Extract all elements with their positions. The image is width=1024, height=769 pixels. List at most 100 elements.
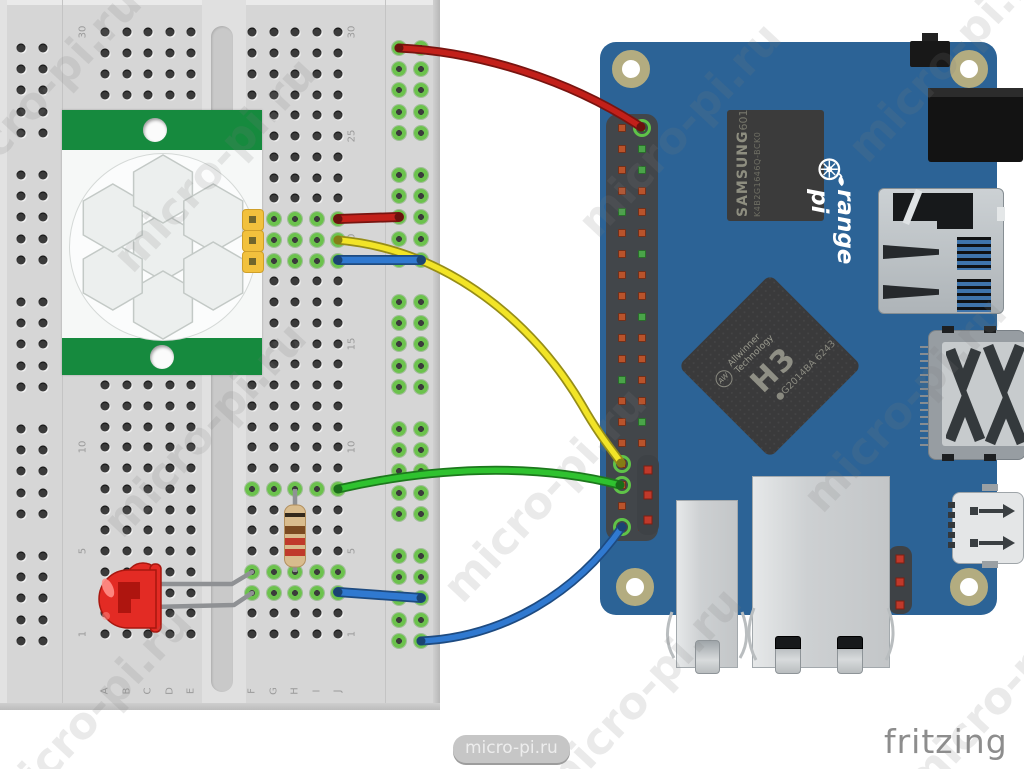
breadboard-hole xyxy=(186,588,196,597)
breadboard-hole xyxy=(100,546,110,556)
breadboard-hole xyxy=(333,505,343,514)
wire-blue-gnd xyxy=(418,524,625,644)
breadboard-hole xyxy=(269,131,278,141)
power-rail-hole-connected xyxy=(414,612,428,627)
breadboard-hole xyxy=(143,48,153,58)
breadboard-hole xyxy=(143,69,153,79)
power-rail-hole xyxy=(38,424,48,434)
hdmi-contacts xyxy=(946,344,1024,446)
breadboard-hole xyxy=(122,442,131,452)
breadboard-hole-connected xyxy=(266,585,281,600)
mounting-hole xyxy=(950,568,988,606)
sd-slot-opening xyxy=(937,215,973,229)
power-rail-hole xyxy=(38,382,48,392)
pir-lens-hex xyxy=(132,270,194,340)
breadboard-hole xyxy=(165,380,174,390)
power-rail-hole-connected xyxy=(392,464,406,479)
micro-usb-pin xyxy=(948,502,955,508)
breadboard-hole xyxy=(269,193,278,203)
mounting-hole xyxy=(616,568,654,606)
column-letter-label: G xyxy=(268,687,279,695)
gpio-pin xyxy=(638,208,646,216)
breadboard-hole xyxy=(290,422,300,431)
gpio-pin xyxy=(618,460,626,468)
gpio-pin xyxy=(618,271,626,279)
breadboard-hole-connected xyxy=(309,585,324,600)
power-rail-hole xyxy=(38,107,48,117)
breadboard-hole xyxy=(122,505,131,514)
breadboard-hole xyxy=(269,152,278,162)
breadboard-hole-connected xyxy=(266,564,281,579)
micro-usb-contact xyxy=(979,509,1005,513)
breadboard-hole xyxy=(100,505,110,514)
breadboard-hole-connected xyxy=(266,481,281,496)
site-badge: micro-pi.ru xyxy=(453,735,570,763)
breadboard-hole xyxy=(333,276,343,286)
power-rail-hole xyxy=(38,170,48,180)
breadboard-hole xyxy=(186,442,196,452)
breadboard-hole xyxy=(247,463,257,473)
power-rail-hole-connected xyxy=(414,549,428,563)
breadboard-hole xyxy=(333,629,343,639)
pir-mount-hole xyxy=(150,345,174,369)
gpio-pin xyxy=(638,250,646,258)
breadboard-hole xyxy=(247,90,257,99)
gpio-pin xyxy=(638,376,646,384)
breadboard-hole xyxy=(290,131,300,141)
micro-usb-port xyxy=(948,484,1024,568)
breadboard-hole xyxy=(186,69,196,79)
gpio-pin xyxy=(638,229,646,237)
power-rail-hole-connected xyxy=(392,633,406,648)
power-rail-hole-connected xyxy=(392,316,406,331)
wire-blue-gnd-outline xyxy=(416,522,627,646)
breadboard-hole xyxy=(143,90,153,99)
power-rail-hole xyxy=(16,551,26,561)
breadboard-hole-connected xyxy=(331,212,345,226)
pir-pin-vcc xyxy=(242,209,264,231)
power-rail-hole-connected xyxy=(392,189,406,204)
breadboard-hole xyxy=(333,110,343,120)
breadboard-hole xyxy=(333,318,343,328)
samsung-memory-chip: SAMSUNG 601 K4B2G1646Q-BCK0 xyxy=(727,109,824,221)
breadboard-hole xyxy=(290,318,300,328)
gpio-pin xyxy=(618,313,626,321)
micro-usb-tab xyxy=(982,561,998,568)
power-rail-hole xyxy=(16,212,26,222)
breadboard-hole xyxy=(333,525,343,535)
breadboard-hole xyxy=(333,546,343,556)
power-rail-hole-connected xyxy=(392,83,406,98)
breadboard-hole xyxy=(247,27,257,37)
breadboard-hole-connected xyxy=(288,253,302,268)
breadboard-hole xyxy=(100,484,110,494)
breadboard-hole xyxy=(312,48,321,58)
microsd-slot xyxy=(878,188,1005,314)
micro-usb-pin xyxy=(948,512,955,518)
power-rail-hole xyxy=(38,572,48,582)
breadboard-hole xyxy=(143,629,153,639)
power-rail-hole xyxy=(38,361,48,371)
breadboard-hole-connected xyxy=(309,564,324,579)
gpio-pin xyxy=(638,355,646,363)
breadboard-hole xyxy=(290,401,300,411)
gpio-pin xyxy=(618,439,626,447)
breadboard-hole xyxy=(333,69,343,79)
breadboard-hole xyxy=(290,463,300,473)
breadboard-hole-connected xyxy=(288,585,302,600)
breadboard-hole xyxy=(312,69,321,79)
breadboard-hole xyxy=(333,359,343,369)
breadboard-hole xyxy=(100,422,110,431)
breadboard-hole xyxy=(333,463,343,473)
breadboard-hole xyxy=(333,339,343,348)
power-rail-hole-connected xyxy=(414,591,428,606)
breadboard-hole-connected xyxy=(245,585,259,600)
breadboard-hole xyxy=(312,110,321,120)
row-number-label: 20 xyxy=(346,233,358,247)
breadboard-hole xyxy=(312,442,321,452)
breadboard-hole xyxy=(122,567,131,577)
breadboard-hole-connected xyxy=(309,212,324,226)
breadboard-hole xyxy=(269,359,278,369)
breadboard-hole xyxy=(333,173,343,182)
power-rail-hole-connected xyxy=(414,464,428,479)
breadboard-hole xyxy=(165,422,174,431)
power-rail-hole xyxy=(16,339,26,349)
